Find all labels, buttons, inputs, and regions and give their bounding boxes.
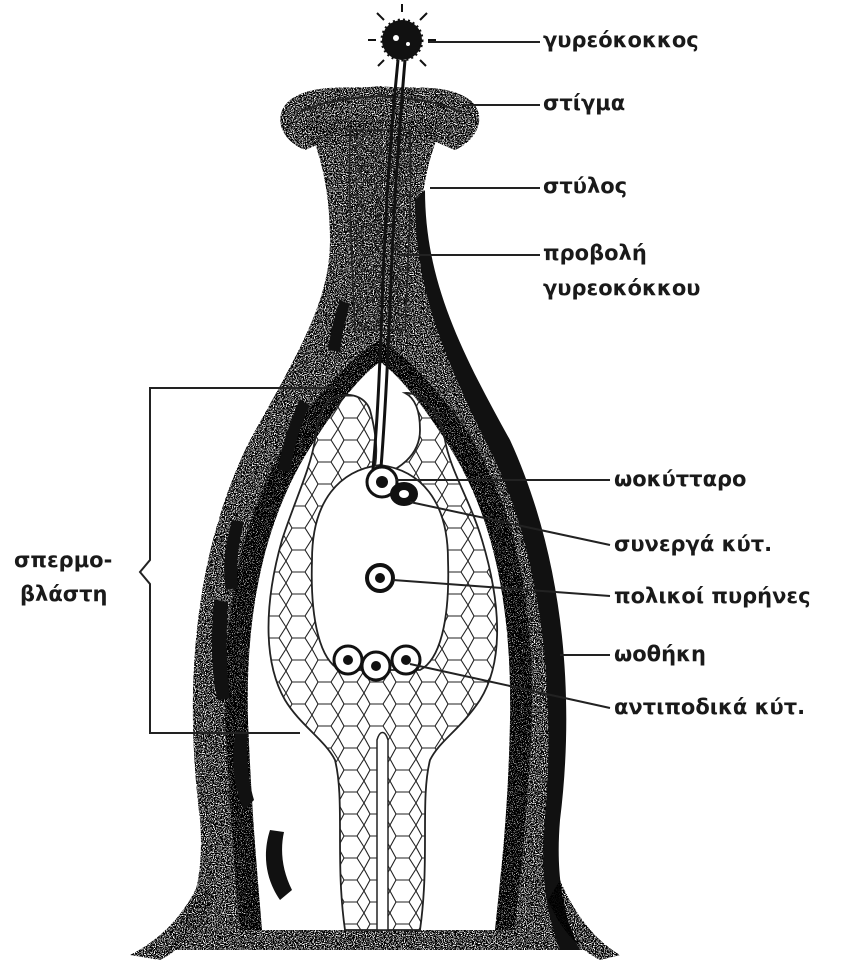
label-synergids: συνεργά κύτ.	[614, 534, 772, 555]
label-antipodals: αντιποδικά κύτ.	[614, 697, 805, 718]
label-pollen-grain: γυρεόκοκκος	[543, 30, 699, 51]
label-ovary: ωοθήκη	[614, 644, 706, 665]
label-pollen-tube-1: προβολή	[543, 243, 647, 264]
pollen-grain	[368, 4, 436, 66]
label-polar-nuclei: πολικοί πυρήνες	[614, 586, 811, 607]
label-style: στύλος	[543, 176, 627, 197]
label-pollen-tube-2: γυρεοκόκκου	[543, 278, 700, 299]
polar-nuclei	[367, 565, 393, 591]
label-seed-primordium-1: σπερμο-	[14, 550, 112, 571]
antipodal-cells	[334, 646, 420, 680]
label-egg-cell: ωοκύτταρο	[614, 469, 746, 490]
style-tissue	[349, 130, 410, 330]
label-stigma: στίγμα	[543, 93, 625, 114]
label-seed-primordium-2: βλάστη	[20, 584, 107, 605]
